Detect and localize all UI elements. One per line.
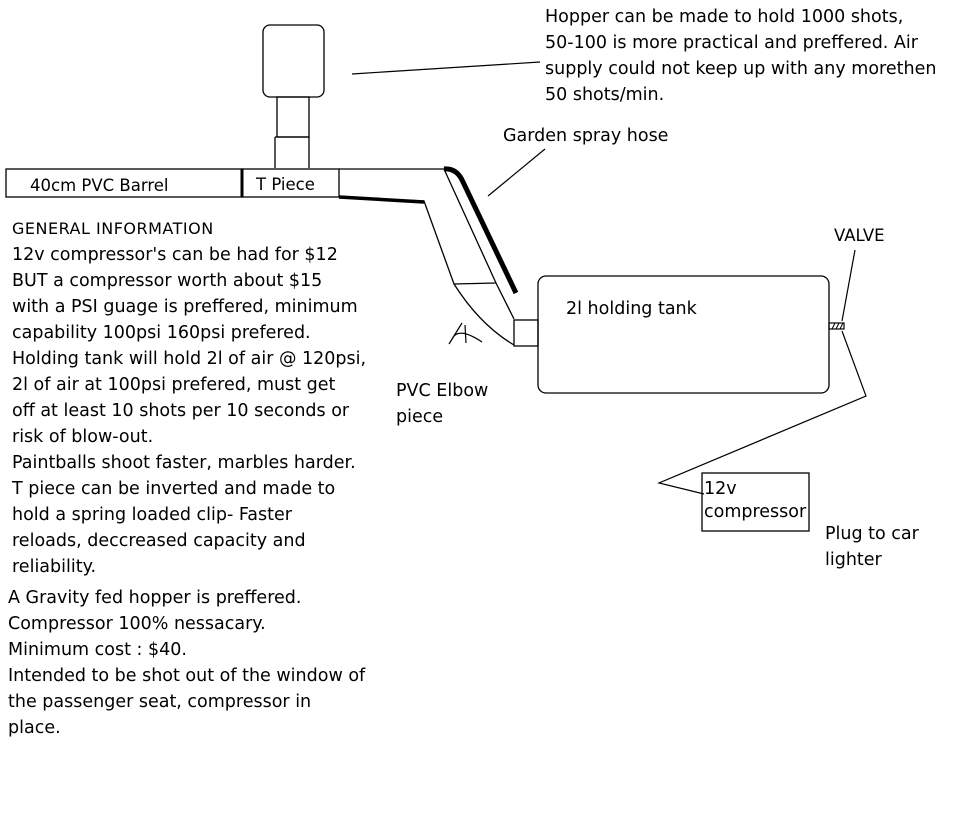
info-line: place. bbox=[8, 718, 61, 738]
info-line: capability 100psi 160psi prefered. bbox=[12, 323, 311, 343]
air-hose bbox=[657, 330, 867, 495]
info-line: reloads, deccreased capacity and bbox=[12, 531, 306, 551]
info-line: 12v compressor's can be had for $12 bbox=[12, 245, 338, 265]
info-line: Minimum cost : $40. bbox=[8, 640, 187, 660]
garden-hose-pointer bbox=[487, 148, 546, 197]
hopper-neck bbox=[276, 96, 310, 138]
valve-pointer bbox=[841, 249, 856, 322]
elbow-pointer bbox=[448, 322, 483, 345]
t-piece-stem bbox=[274, 137, 310, 168]
compressor bbox=[701, 472, 810, 532]
info-line: off at least 10 shots per 10 seconds or bbox=[12, 401, 350, 421]
plug-label: Plug to car lighter bbox=[825, 521, 919, 573]
elbow-joint-line bbox=[453, 282, 497, 285]
hopper-note-line-2: 50-100 is more practical and preffered. … bbox=[545, 33, 918, 53]
elbow-label: PVC Elbow piece bbox=[396, 378, 488, 430]
info-line: hold a spring loaded clip- Faster bbox=[12, 505, 292, 525]
elbow-label-line-1: PVC Elbow bbox=[396, 381, 489, 401]
elbow-label-line-2: piece bbox=[396, 407, 444, 427]
barrel-label: 40cm PVC Barrel bbox=[30, 176, 169, 195]
info-line: reliability. bbox=[12, 557, 97, 577]
garden-hose bbox=[443, 166, 519, 295]
info-line: risk of blow-out. bbox=[12, 427, 154, 447]
plug-label-line-1: Plug to car bbox=[825, 524, 919, 544]
info-line: 2l of air at 100psi prefered, must get bbox=[12, 375, 336, 395]
info-line: Holding tank will hold 2l of air @ 120ps… bbox=[12, 349, 367, 369]
holding-tank bbox=[537, 275, 830, 394]
general-information: GENERAL INFORMATION 12v compressor's can… bbox=[12, 216, 366, 580]
hopper-note-line-1: Hopper can be made to hold 1000 shots, bbox=[545, 7, 904, 27]
holding-tank-label: 2l holding tank bbox=[566, 299, 697, 319]
compressor-label: 12v compressor bbox=[704, 478, 806, 524]
info-line: with a PSI guage is preffered, minimum bbox=[12, 297, 358, 317]
hopper-note: Hopper can be made to hold 1000 shots, 5… bbox=[545, 4, 936, 108]
info-line: A Gravity fed hopper is preffered. bbox=[8, 588, 302, 608]
valve-label: VALVE bbox=[834, 226, 885, 245]
info-line: the passenger seat, compressor in bbox=[8, 692, 312, 712]
info-line: Compressor 100% nessacary. bbox=[8, 614, 266, 634]
general-information-heading: GENERAL INFORMATION bbox=[12, 219, 214, 238]
hopper-note-line-3: supply could not keep up with any moreth… bbox=[545, 59, 937, 79]
t-piece-label: T Piece bbox=[256, 175, 315, 194]
hopper-note-line-4: 50 shots/min. bbox=[545, 85, 665, 105]
general-information-extra: A Gravity fed hopper is preffered. Compr… bbox=[8, 585, 365, 741]
compressor-label-line-2: compressor bbox=[704, 502, 807, 522]
info-line: BUT a compressor worth about $15 bbox=[12, 271, 323, 291]
info-line: T piece can be inverted and made to bbox=[12, 479, 336, 499]
plug-label-line-2: lighter bbox=[825, 550, 882, 570]
info-line: Paintballs shoot faster, marbles harder. bbox=[12, 453, 356, 473]
supply-pipe-top bbox=[339, 168, 515, 320]
elbow-connector bbox=[513, 319, 539, 347]
supply-pipe-bottom-thick bbox=[338, 195, 425, 204]
info-line: Intended to be shot out of the window of bbox=[8, 666, 366, 686]
hopper bbox=[262, 24, 325, 98]
compressor-label-line-1: 12v bbox=[704, 479, 737, 499]
valve-hatch bbox=[831, 322, 844, 330]
garden-hose-label: Garden spray hose bbox=[503, 126, 669, 146]
hopper-pointer bbox=[351, 61, 541, 75]
